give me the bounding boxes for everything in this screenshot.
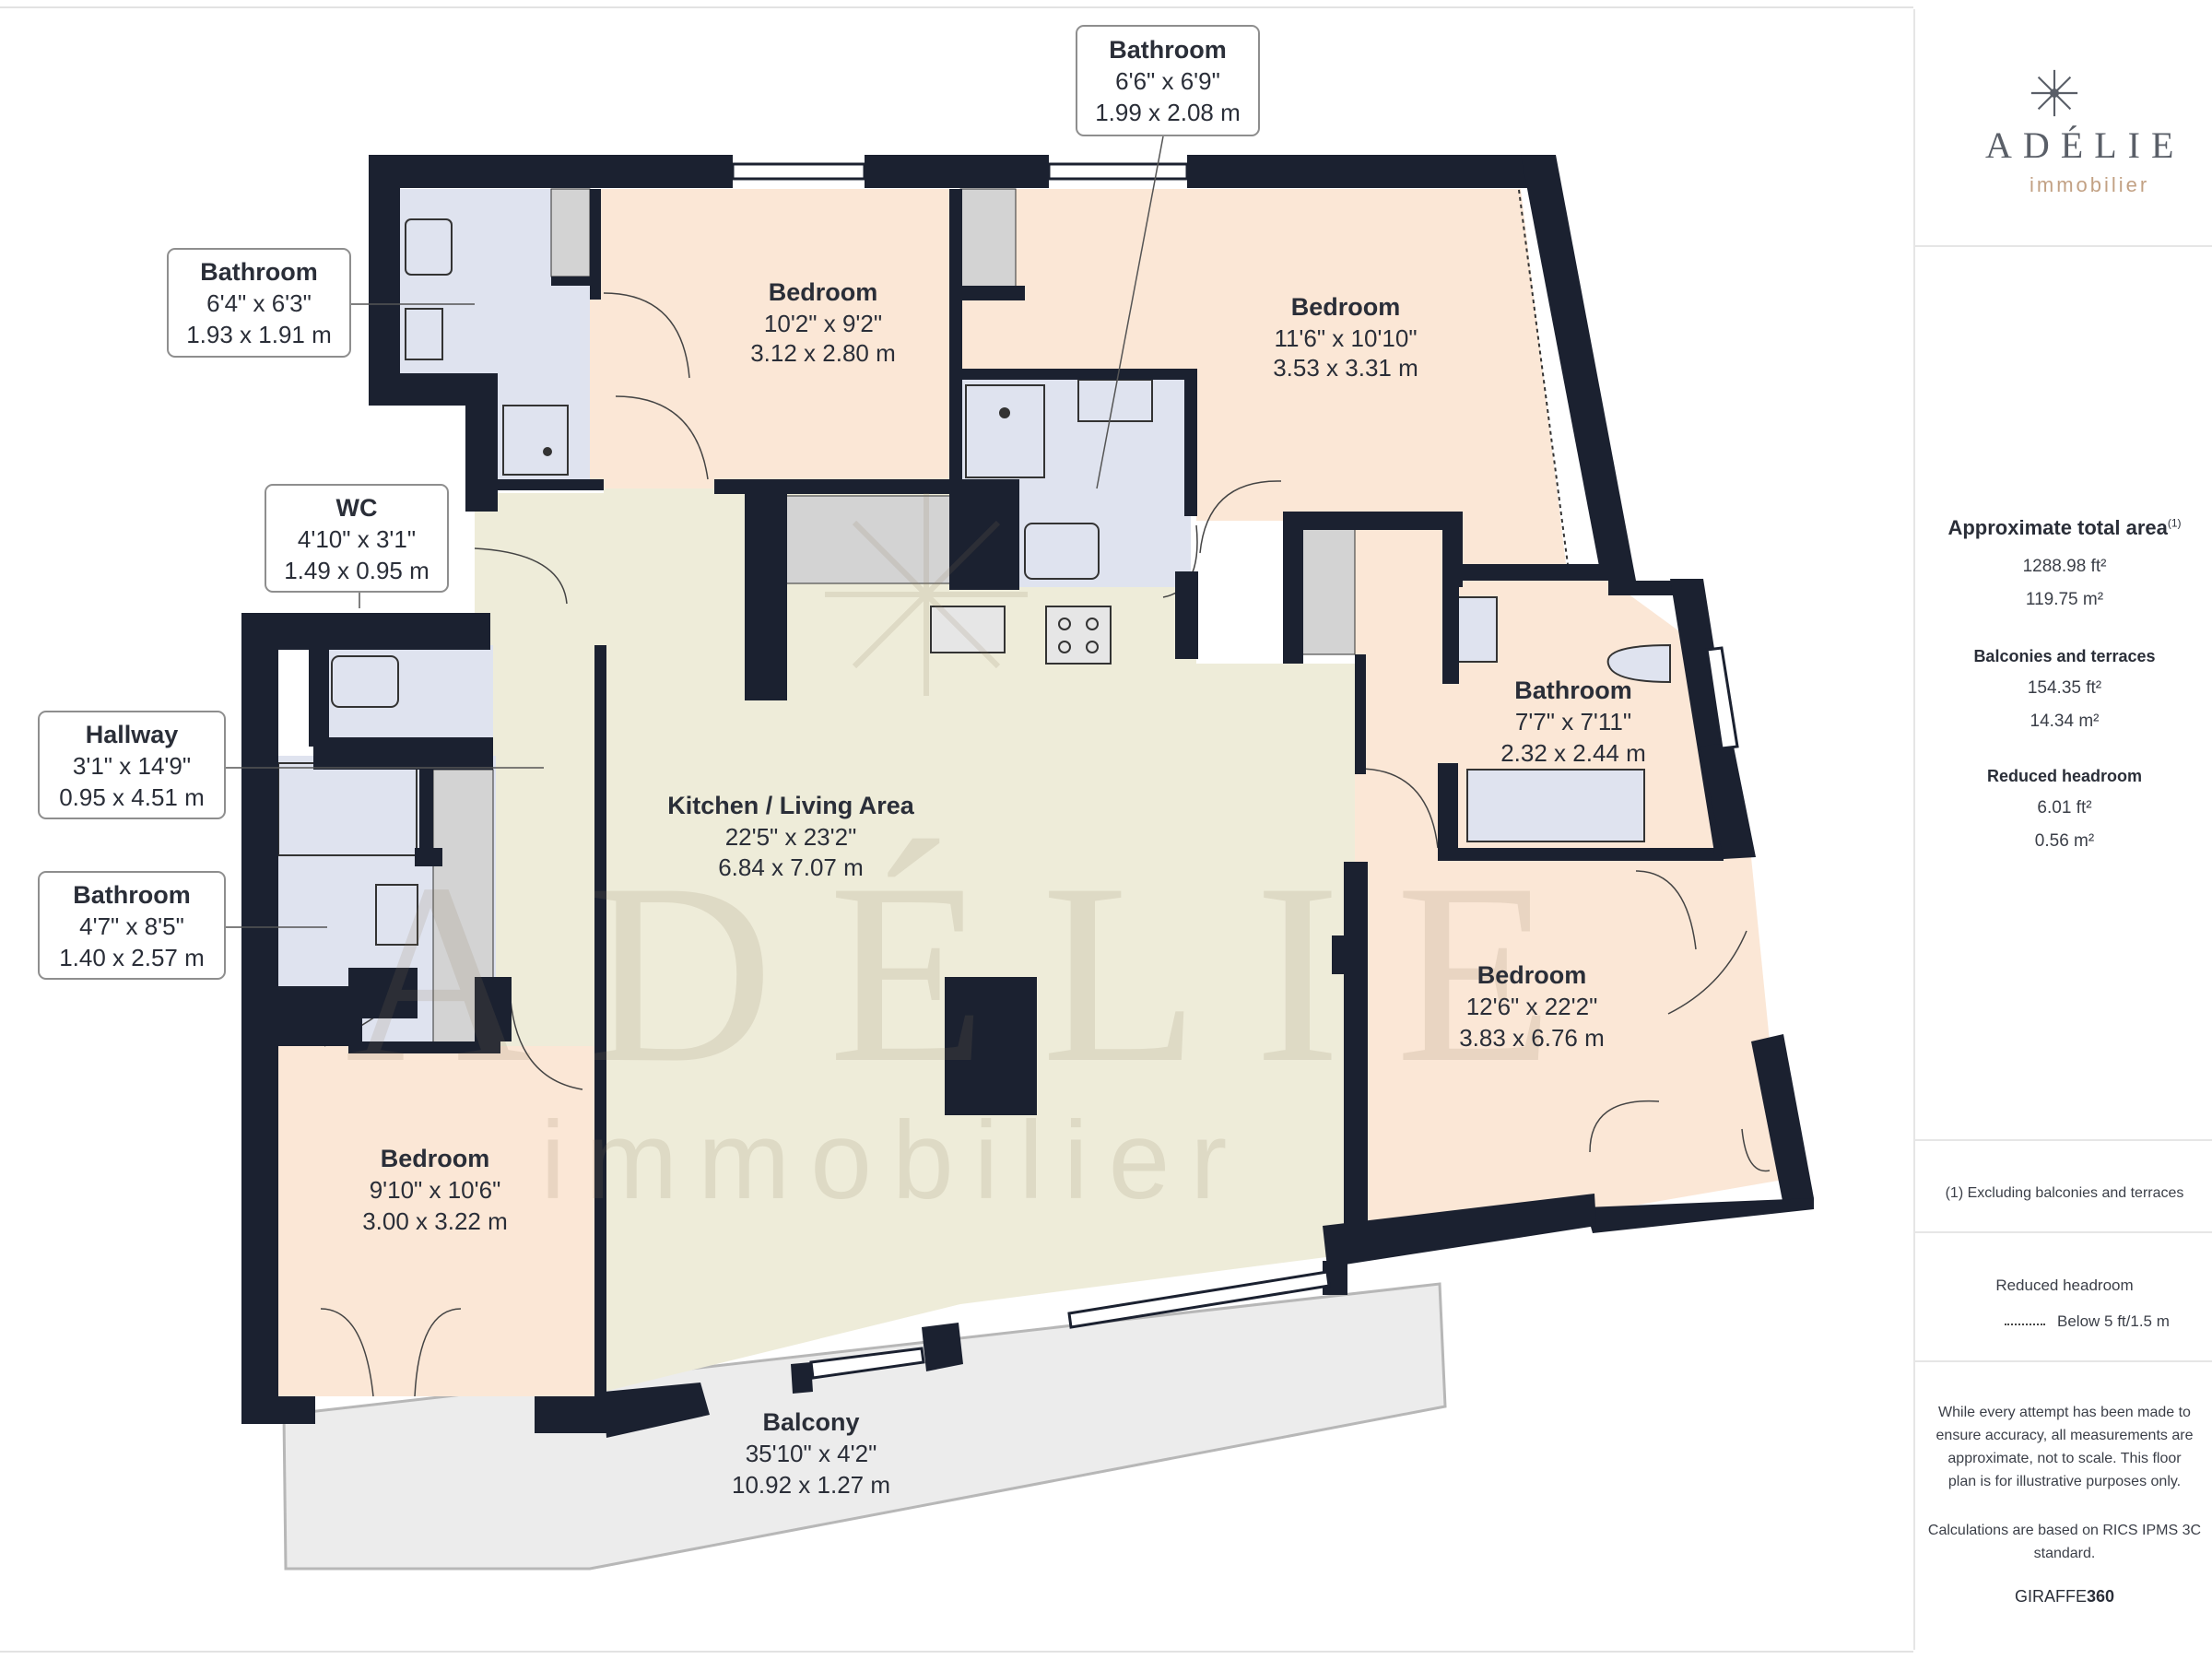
svg-text:10.92 x 1.27 m: 10.92 x 1.27 m (732, 1471, 890, 1499)
legend-text: Below 5 ft/1.5 m (2057, 1312, 2170, 1330)
svg-text:Bedroom: Bedroom (381, 1145, 490, 1172)
callout-bathroom-1: Bathroom 6'4" x 6'3" 1.93 x 1.91 m (167, 248, 351, 358)
svg-text:6.84 x 7.07 m: 6.84 x 7.07 m (718, 853, 864, 881)
watermark: ADÉLIE immobilier (346, 493, 1609, 1222)
info-sidebar: ADÉLIE immobilier Approximate total area… (1913, 9, 2212, 1650)
svg-text:4'7" x 8'5": 4'7" x 8'5" (79, 912, 184, 940)
bedroom-1-floor (590, 189, 949, 488)
snowflake-icon (2030, 69, 2078, 117)
svg-text:3.12 x 2.80 m: 3.12 x 2.80 m (750, 339, 896, 367)
svg-text:6'6" x 6'9": 6'6" x 6'9" (1115, 67, 1220, 95)
svg-text:3.83 x 6.76 m: 3.83 x 6.76 m (1459, 1024, 1605, 1052)
credit: GIRAFFE360 (2014, 1587, 2115, 1606)
svg-text:1.40 x 2.57 m: 1.40 x 2.57 m (59, 944, 205, 971)
svg-text:1.49 x 0.95 m: 1.49 x 0.95 m (284, 557, 429, 584)
svg-text:6'4" x 6'3": 6'4" x 6'3" (206, 289, 312, 317)
svg-text:Bathroom: Bathroom (200, 258, 318, 286)
balconies-heading: Balconies and terraces (1973, 647, 2156, 665)
total-area-m: 119.75 m² (2025, 590, 2104, 609)
brand-sub: immobilier (2030, 173, 2150, 196)
svg-text:22'5" x 23'2": 22'5" x 23'2" (725, 823, 857, 851)
reduced-ft: 6.01 ft² (2037, 798, 2092, 818)
room-label-kitchen-living: Kitchen / Living Area 22'5" x 23'2" 6.84… (667, 792, 915, 881)
reduced-headroom-line-icon (2005, 1324, 2045, 1325)
svg-text:3.53 x 3.31 m: 3.53 x 3.31 m (1273, 354, 1418, 382)
svg-text:9'10" x 10'6": 9'10" x 10'6" (370, 1176, 501, 1204)
svg-text:Bedroom: Bedroom (1477, 961, 1587, 989)
storage-2 (959, 188, 1017, 291)
svg-text:10'2" x 9'2": 10'2" x 9'2" (764, 310, 882, 337)
svg-text:Bathroom: Bathroom (1514, 677, 1632, 704)
svg-text:7'7" x 7'11": 7'7" x 7'11" (1515, 708, 1631, 735)
room-label-bedroom-1: Bedroom 10'2" x 9'2" 3.12 x 2.80 m (750, 278, 896, 367)
storage-4 (1299, 524, 1356, 655)
calc-note: Calculations are based on RICS IPMS 3C s… (1927, 1523, 2202, 1561)
watermark-logo: ADÉLIE (346, 830, 1609, 1116)
room-label-bedroom-4: Bedroom 9'10" x 10'6" 3.00 x 3.22 m (362, 1145, 508, 1235)
svg-text:3.00 x 3.22 m: 3.00 x 3.22 m (362, 1207, 508, 1235)
callout-bathroom-3: Bathroom 4'7" x 8'5" 1.40 x 2.57 m (38, 871, 226, 980)
svg-text:Balcony: Balcony (762, 1408, 859, 1436)
svg-text:Hallway: Hallway (86, 721, 179, 748)
svg-text:Bedroom: Bedroom (769, 278, 878, 306)
svg-text:1.93 x 1.91 m: 1.93 x 1.91 m (186, 321, 332, 348)
room-label-bedroom-3: Bedroom 12'6" x 22'2" 3.83 x 6.76 m (1459, 961, 1605, 1052)
svg-text:2.32 x 2.44 m: 2.32 x 2.44 m (1500, 739, 1646, 767)
brand-name: ADÉLIE (1985, 124, 2185, 166)
svg-text:Bathroom: Bathroom (1109, 36, 1227, 64)
legend-title: Reduced headroom (1995, 1277, 2134, 1294)
total-area-heading: Approximate total area(1) (1947, 516, 2182, 539)
reduced-m: 0.56 m² (2034, 831, 2095, 851)
disclaimer: While every attempt has been made to ens… (1936, 1405, 2194, 1489)
total-area-ft: 1288.98 ft² (2022, 557, 2107, 576)
room-label-balcony: Balcony 35'10" x 4'2" 10.92 x 1.27 m (732, 1408, 890, 1499)
svg-text:WC: WC (336, 494, 378, 522)
bedroom-2-floor (960, 189, 1567, 571)
reduced-heading: Reduced headroom (1986, 767, 2143, 785)
area-footnote: (1) Excluding balconies and terraces (1945, 1185, 2184, 1201)
svg-text:12'6" x 22'2": 12'6" x 22'2" (1466, 993, 1598, 1020)
bedroom-4-floor (275, 1046, 604, 1396)
callout-wc: WC 4'10" x 3'1" 1.49 x 0.95 m (265, 484, 449, 593)
callout-bathroom-2: Bathroom 6'6" x 6'9" 1.99 x 2.08 m (1076, 25, 1260, 136)
kitchen-living-floor (604, 488, 1355, 1392)
room-label-bedroom-2: Bedroom 11'6" x 10'10" 3.53 x 3.31 m (1273, 293, 1418, 382)
room-label-bathroom-4: Bathroom 7'7" x 7'11" 2.32 x 2.44 m (1500, 677, 1646, 767)
svg-text:3'1" x 14'9": 3'1" x 14'9" (73, 752, 191, 780)
svg-text:Bathroom: Bathroom (73, 881, 191, 909)
svg-text:Kitchen / Living Area: Kitchen / Living Area (667, 792, 915, 819)
svg-text:1.99 x 2.08 m: 1.99 x 2.08 m (1095, 99, 1241, 126)
svg-text:11'6" x 10'10": 11'6" x 10'10" (1274, 324, 1417, 352)
svg-text:0.95 x 4.51 m: 0.95 x 4.51 m (59, 783, 205, 811)
storage-1 (550, 188, 591, 277)
balconies-ft: 154.35 ft² (2027, 678, 2102, 698)
kitchen-island (945, 977, 1037, 1115)
callout-hallway: Hallway 3'1" x 14'9" 0.95 x 4.51 m (38, 711, 226, 819)
svg-text:4'10" x 3'1": 4'10" x 3'1" (298, 525, 416, 553)
svg-text:35'10" x 4'2": 35'10" x 4'2" (746, 1440, 877, 1467)
svg-text:Bedroom: Bedroom (1291, 293, 1401, 321)
balcony-area (282, 1282, 1447, 1571)
bedroom-3-floor (1355, 857, 1783, 1253)
balconies-m: 14.34 m² (2030, 712, 2100, 731)
watermark-sub: immobilier (541, 1099, 1248, 1222)
